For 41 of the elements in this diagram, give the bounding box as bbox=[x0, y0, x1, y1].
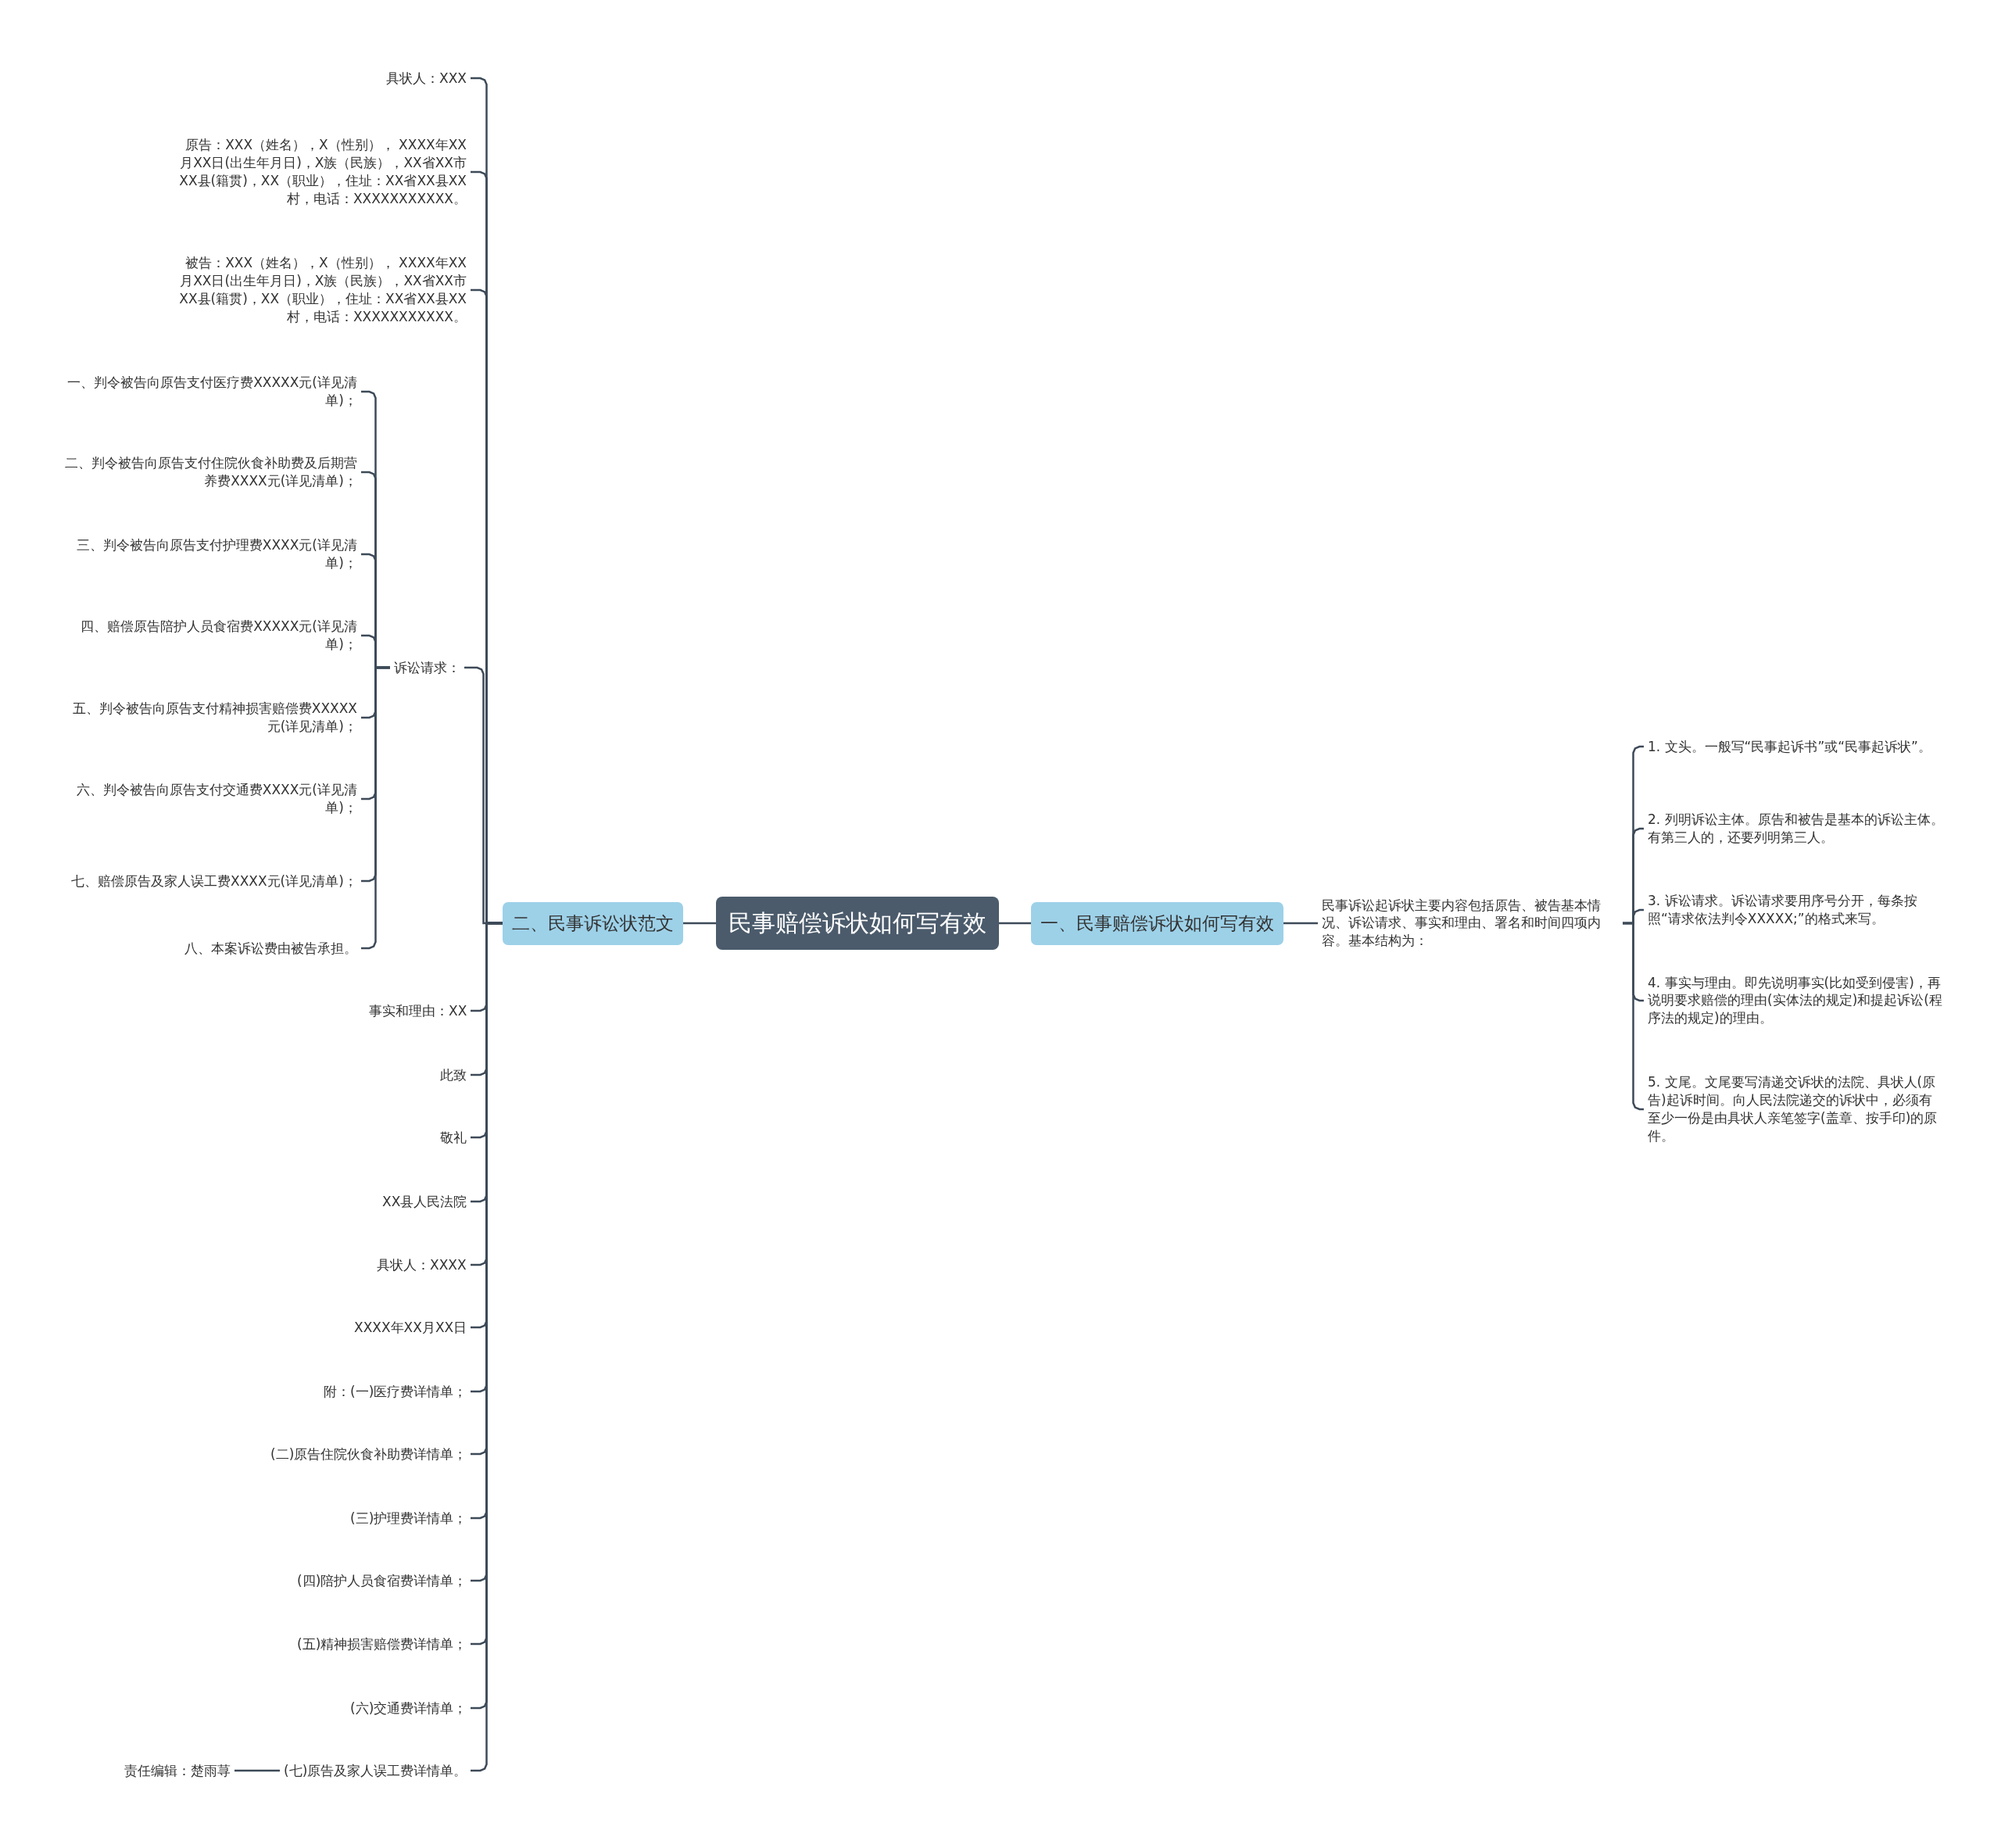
topic-text: 此致 bbox=[436, 1063, 471, 1087]
topic-text: 七、赔偿原告及家人误工费XXXX元(详见清单)； bbox=[67, 869, 361, 893]
topic-text: XXXX年XX月XX日 bbox=[350, 1316, 471, 1339]
topic-text: 诉讼请求： bbox=[390, 656, 464, 679]
topic-text: 责任编辑：楚雨荨 bbox=[120, 1759, 234, 1782]
connector-line bbox=[234, 1769, 280, 1772]
topic-text: 五、判令被告向原告支付精神损害赔偿费XXXXX元(详见清单)； bbox=[56, 697, 361, 738]
connector-line bbox=[999, 922, 1031, 925]
topic-text: 二、判令被告向原告支付住院伙食补助费及后期营养费XXXX元(详见清单)； bbox=[56, 452, 361, 492]
topic-text: 1. 文头。一般写“民事起诉书”或“民事起诉状”。 bbox=[1644, 735, 1935, 758]
topic-text: (二)原告住院伙食补助费详情单； bbox=[267, 1442, 471, 1466]
topic-text: 八、本案诉讼费由被告承担。 bbox=[181, 937, 361, 960]
topic-text: 4. 事实与理由。即先说明事实(比如受到侵害)，再说明要求赔偿的理由(实体法的规定)和提起诉讼(程序法的规定)的理由。 bbox=[1644, 971, 1949, 1030]
topic-text: 三、判令被告向原告支付护理费XXXX元(详见清单)； bbox=[56, 534, 361, 575]
topic-text: 敬礼 bbox=[436, 1126, 471, 1149]
topic-text: 2. 列明诉讼主体。原告和被告是基本的诉讼主体。有第三人的，还要列明第三人。 bbox=[1644, 808, 1949, 849]
topic-text: (六)交通费详情单； bbox=[346, 1696, 471, 1720]
branch-topic: 二、民事诉讼状范文 bbox=[503, 901, 683, 945]
topic-text: 原告：XXX（姓名），X（性别）， XXXX年XX月XX日(出生年月日)，X族（民族），XX省XX市XX县(籍贯)，XX（职业），住址：XX省XX县XX村，电话：XXXXXXXXXXX。 bbox=[170, 134, 471, 210]
topic-text: 被告：XXX（姓名），X（性别）， XXXX年XX月XX日(出生年月日)，X族（民族），XX省XX市XX县(籍贯)，XX（职业），住址：XX省XX县XX村，电话：XXXXXXXXXXX。 bbox=[170, 252, 471, 328]
topic-text: 5. 文尾。文尾要写清递交诉状的法院、具状人(原告)起诉时间。向人民法院递交的诉状中，必须有至少一份是由具状人亲笔签字(盖章、按手印)的原件。 bbox=[1644, 1071, 1949, 1148]
topic-text: 六、判令被告向原告支付交通费XXXX元(详见清单)； bbox=[56, 779, 361, 819]
branch-topic: 一、民事赔偿诉状如何写有效 bbox=[1031, 901, 1283, 945]
topic-text: XX县人民法院 bbox=[378, 1190, 471, 1213]
topic-text: 3. 诉讼请求。诉讼请求要用序号分开，每条按照“请求依法判令XXXXX;”的格式来写。 bbox=[1644, 890, 1949, 930]
topic-text: (七)原告及家人误工费详情单。 bbox=[280, 1759, 471, 1782]
topic-text: 具状人：XXXX bbox=[373, 1253, 471, 1277]
connector-line bbox=[1283, 922, 1318, 925]
topic-text: (三)护理费详情单； bbox=[346, 1506, 471, 1530]
connector-line bbox=[1623, 922, 1644, 1111]
topic-text: 民事诉讼起诉状主要内容包括原告、被告基本情况、诉讼请求、事实和理由、署名和时间四项内容。基本结构为： bbox=[1318, 894, 1623, 953]
connector-line bbox=[683, 922, 716, 925]
topic-text: 四、赔偿原告陪护人员食宿费XXXXX元(详见清单)； bbox=[56, 615, 361, 656]
topic-text: 具状人：XXX bbox=[382, 66, 471, 90]
topic-text: (五)精神损害赔偿费详情单； bbox=[293, 1632, 471, 1656]
topic-text: (四)陪护人员食宿费详情单； bbox=[293, 1569, 471, 1592]
connector-line bbox=[361, 666, 390, 950]
topic-text: 一、判令被告向原告支付医疗费XXXXX元(详见清单)； bbox=[56, 371, 361, 412]
central-topic: 民事赔偿诉状如何写有效 bbox=[716, 896, 999, 950]
topic-text: 事实和理由：XX bbox=[365, 999, 471, 1022]
topic-text: 附：(一)医疗费详情单； bbox=[320, 1380, 471, 1403]
